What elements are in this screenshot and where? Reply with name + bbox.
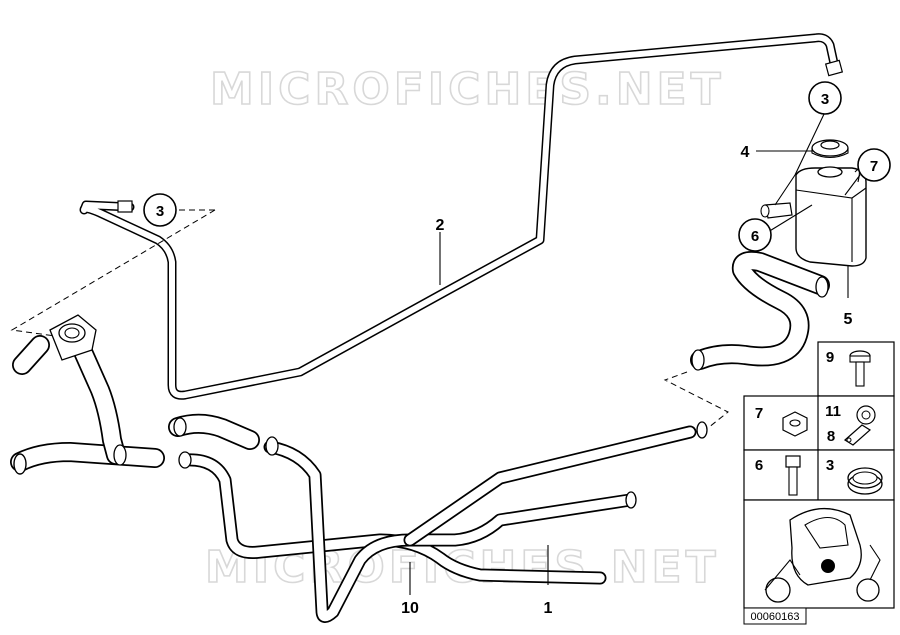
clip-icon <box>843 405 876 446</box>
svg-text:3: 3 <box>821 91 829 108</box>
panel-label-11: 11 <box>825 403 841 420</box>
leader-lines <box>10 111 861 595</box>
callout-3-top[interactable]: 3 <box>808 81 842 115</box>
scooter-icon <box>764 507 881 603</box>
hose-clamp-icon <box>847 467 883 495</box>
label-10: 10 <box>401 600 419 617</box>
panel-label-9: 9 <box>826 349 834 366</box>
screw-icon <box>785 455 801 496</box>
tank-hose[interactable] <box>690 251 830 371</box>
panel-label-7: 7 <box>755 405 763 422</box>
fastener-panel: 9 7 11 8 6 3 <box>743 341 895 609</box>
short-hose-stub[interactable] <box>168 413 260 450</box>
tank-cap[interactable] <box>811 139 849 159</box>
label-4: 4 <box>741 144 750 161</box>
panel-label-3: 3 <box>826 457 834 474</box>
panel-label-8: 8 <box>827 428 835 445</box>
watermark-top: MICROFICHES.NET <box>210 64 725 115</box>
svg-text:7: 7 <box>870 158 878 175</box>
panel-cell-6 <box>743 449 820 501</box>
diagram-id-box: 00060163 <box>743 607 807 625</box>
callout-6[interactable]: 6 <box>738 218 772 252</box>
hose-1[interactable] <box>263 421 708 623</box>
nut-icon <box>782 411 808 437</box>
diagram-id: 00060163 <box>751 611 800 623</box>
overflow-pipe[interactable] <box>79 33 844 400</box>
svg-text:3: 3 <box>156 203 164 220</box>
label-2: 2 <box>436 217 445 234</box>
callout-7[interactable]: 7 <box>857 148 891 182</box>
label-5: 5 <box>844 311 853 328</box>
svg-text:6: 6 <box>751 228 759 245</box>
label-1: 1 <box>544 600 553 617</box>
callout-3-left[interactable]: 3 <box>143 193 177 227</box>
left-hose-assembly[interactable] <box>10 314 165 475</box>
expansion-tank[interactable] <box>760 166 867 267</box>
bolt-icon <box>849 350 871 387</box>
panel-label-6: 6 <box>755 457 763 474</box>
